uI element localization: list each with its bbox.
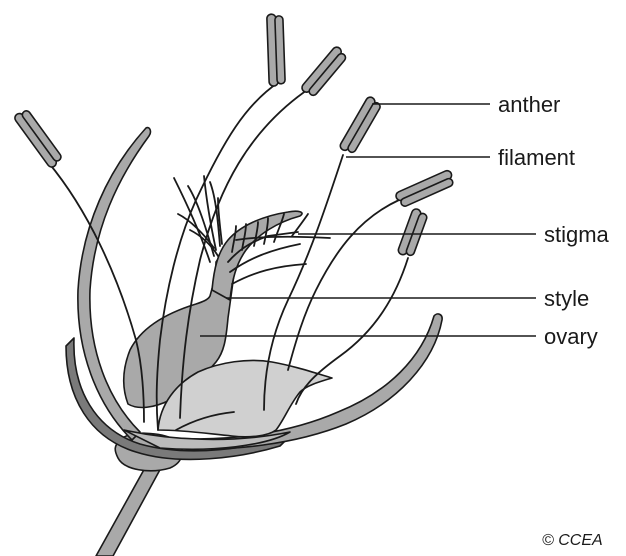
copyright-notice: © CCEA [542, 532, 603, 549]
anther-5 [395, 169, 456, 208]
label-style: style [544, 286, 589, 311]
label-ovary: ovary [544, 324, 598, 349]
label-stigma: stigma [544, 222, 610, 247]
label-filament: filament [498, 145, 575, 170]
anther-6 [397, 208, 428, 259]
label-anther: anther [498, 92, 560, 117]
anther-2 [267, 14, 286, 87]
anther-1 [13, 108, 64, 169]
anthers [13, 14, 456, 259]
anther-3 [300, 45, 348, 98]
